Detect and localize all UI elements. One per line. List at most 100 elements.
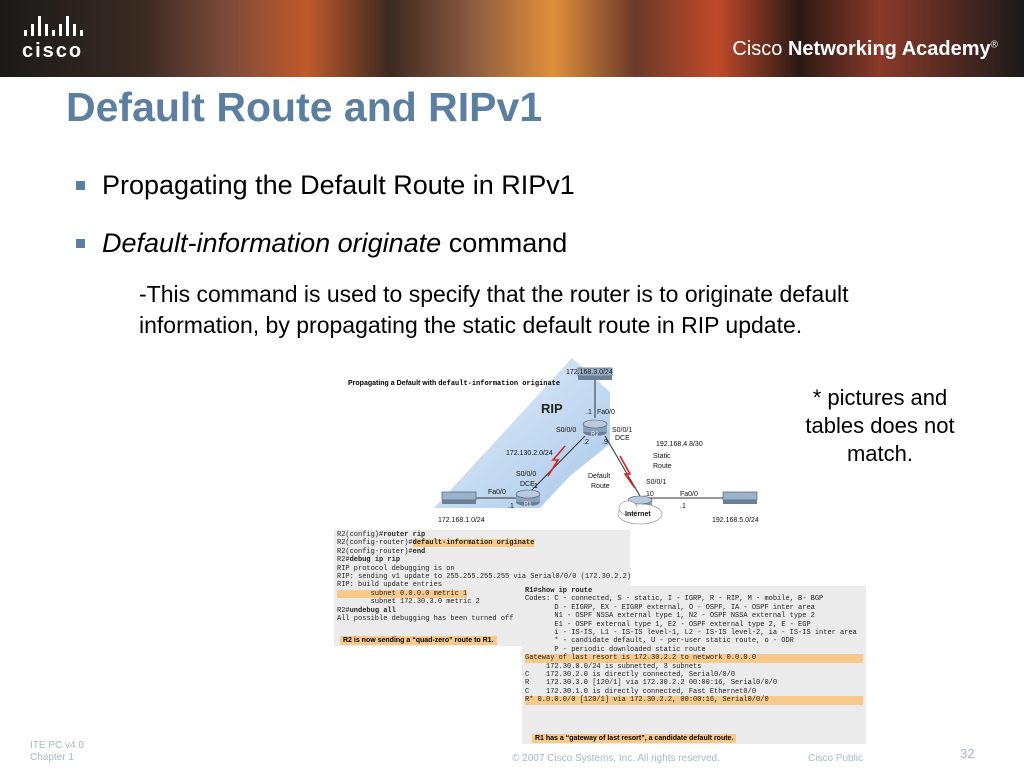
label-internet: Internet bbox=[625, 511, 651, 518]
cisco-wordmark: cisco bbox=[22, 40, 84, 62]
serial-zigzag-r2-r3 bbox=[619, 455, 636, 489]
cli-command: RIP protocol debugging is on bbox=[337, 564, 455, 573]
academy-brand-name: Networking Academy bbox=[782, 38, 991, 60]
bullet-square-icon bbox=[76, 181, 85, 190]
diagram-caption: Propagating a Default with default-infor… bbox=[348, 380, 560, 388]
bullet-2: Default-information originate command bbox=[76, 228, 567, 259]
link-r1-r2 bbox=[527, 435, 586, 495]
cli-r1-line: 172.30.0.0/24 is subnetted, 3 subnets bbox=[525, 662, 702, 671]
cli-command: end bbox=[412, 547, 426, 556]
cli-r2-line: R2(config-router)#end bbox=[337, 548, 627, 556]
cli-command: All possible debugging has been turned o… bbox=[337, 615, 514, 624]
sub-text: -This command is used to specify that th… bbox=[139, 281, 849, 338]
label-s001-r2: S0/0/1 bbox=[612, 427, 632, 434]
cli-r2-line: RIP: build update entries bbox=[337, 581, 627, 589]
label-net-172-168-3: 172.168.3.0/24 bbox=[566, 369, 613, 376]
label-dot2: .2 bbox=[583, 439, 589, 446]
cli-r1-line: E1 - OSPF external type 1, E2 - OSPF ext… bbox=[525, 620, 811, 629]
label-r3: R3 bbox=[636, 508, 644, 514]
registered-mark: ® bbox=[990, 39, 998, 51]
internet-cloud-icon bbox=[617, 500, 663, 525]
label-dot1-r1: .1 bbox=[532, 483, 538, 490]
cli-r2-line: RIP protocol debugging is on bbox=[337, 565, 627, 573]
cli-r2-line: R2#debug ip rip bbox=[337, 556, 627, 564]
cli-r2-tag: R2 is now sending a “quad-zero” route to… bbox=[340, 636, 497, 645]
cli-prompt: R2(config)# bbox=[337, 531, 384, 539]
cli-r1-line: R1#show ip route bbox=[525, 587, 593, 595]
academy-brand-cisco: Cisco bbox=[732, 38, 783, 60]
rip-label: RIP bbox=[541, 401, 563, 416]
footer-copyright: © 2007 Cisco Systems, Inc. All rights re… bbox=[512, 753, 721, 764]
label-r2: R2 bbox=[591, 432, 599, 438]
label-default-route: Default bbox=[588, 473, 610, 480]
cli-command: router rip bbox=[383, 531, 426, 539]
label-s000-r1: S0/0/0 bbox=[516, 471, 536, 478]
footer-course-version: ITE PC v4.0 bbox=[30, 740, 84, 751]
cli-r1-tag: R1 has a “gateway of last resort”, a can… bbox=[532, 734, 737, 743]
cli-r2-line: RIP: sending v1 update to 255.255.255.25… bbox=[337, 573, 631, 581]
router-r2-icon bbox=[582, 419, 608, 436]
cli-command: RIP: build update entries bbox=[337, 581, 443, 590]
label-s001-r3: S0/0/1 bbox=[646, 479, 666, 486]
label-r1: R1 bbox=[524, 502, 532, 508]
cli-r2-line: subnet 172.30.3.0 metric 2 bbox=[337, 598, 627, 606]
cli-r1-line: R* 0.0.0.0/0 [120/1] via 172.30.2.2, 00:… bbox=[525, 696, 863, 705]
cli-r1-line: R 172.30.3.0 [120/1] via 172.30.2.2 00:0… bbox=[525, 679, 778, 688]
label-static-route-2: Route bbox=[653, 463, 672, 470]
cli-r1-line: Gateway of last resort is 172.30.2.2 to … bbox=[525, 654, 863, 663]
cli-r1-line: N1 - OSPF NSSA external type 1, N2 - OSP… bbox=[525, 612, 815, 621]
label-s000-r2: S0/0/0 bbox=[556, 427, 576, 434]
label-dot1-top: .1 bbox=[586, 409, 592, 416]
rip-area bbox=[434, 358, 610, 508]
footer-course: ITE PC v4.0 Chapter 1 bbox=[30, 740, 84, 764]
cisco-logo: cisco bbox=[22, 14, 92, 64]
cli-r1-line: * - candidate default, U - per-user stat… bbox=[525, 637, 794, 646]
cli-r2-line: R2#undebug all bbox=[337, 607, 627, 615]
cli-command: default-information originate bbox=[412, 539, 535, 548]
cli-command: subnet 0.0.0.0 metric 1 bbox=[337, 589, 468, 598]
label-fa00-r1: Fa0/0 bbox=[488, 489, 506, 496]
cli-r2-line: R2(config)#router rip bbox=[337, 531, 627, 539]
cli-r1-line: D - EIGRP, EX - EIGRP external, O - OSPF… bbox=[525, 603, 815, 612]
bullet-2-rest: command bbox=[441, 228, 568, 258]
switch-left-icon bbox=[441, 491, 477, 504]
label-net-172-130: 172.130.2.0/24 bbox=[506, 450, 553, 457]
cli-prompt: R2# bbox=[337, 556, 350, 565]
label-fa00-r3: Fa0/0 bbox=[680, 491, 698, 498]
label-dce-r1: DCE bbox=[520, 481, 535, 488]
router-r1-icon bbox=[515, 489, 541, 506]
page-number: 32 bbox=[960, 746, 975, 761]
cli-r1-line: C 172.30.2.0 is directly connected, Seri… bbox=[525, 671, 736, 680]
footer-classification: Cisco Public bbox=[808, 753, 864, 764]
label-net-192-168-5: 192.168.5.0/24 bbox=[712, 517, 759, 524]
cli-command: debug ip rip bbox=[349, 556, 401, 565]
label-static-route: Static bbox=[653, 453, 671, 460]
cli-r1-line: P - periodic downloaded static route bbox=[525, 645, 706, 654]
topology-diagram: Propagating a Default with default-infor… bbox=[348, 358, 759, 525]
cli-r1-line: i - IS-IS, L1 - IS-IS level-1, L2 - IS-I… bbox=[525, 629, 857, 638]
cli-prompt: R2(config-router)# bbox=[337, 547, 413, 556]
cli-prompt: R2(config-router)# bbox=[337, 539, 413, 548]
bullet-2-italic: Default-information originate bbox=[102, 228, 442, 258]
switch-top-icon bbox=[577, 367, 613, 380]
cli-r2-line: subnet 0.0.0.0 metric 1 bbox=[337, 589, 627, 598]
label-fa00-top: Fa0/0 bbox=[597, 409, 615, 416]
cli-r2-line: All possible debugging has been turned o… bbox=[337, 615, 627, 623]
bullet-1: Propagating the Default Route in RIPv1 bbox=[76, 170, 575, 201]
label-dot1-r3: .1 bbox=[680, 503, 686, 510]
cisco-bars-icon bbox=[24, 14, 92, 36]
label-net-192-168-4: 192.168.4.8/30 bbox=[656, 441, 703, 448]
cli-prompt: R2# bbox=[337, 606, 350, 615]
label-dce-r2: DCE bbox=[615, 435, 630, 442]
serial-zigzag-r1-r2 bbox=[547, 445, 566, 477]
label-net-172-168-1: 172.168.1.0/24 bbox=[438, 517, 485, 524]
label-default-route-2: Route bbox=[591, 483, 610, 490]
slide-title: Default Route and RIPv1 bbox=[66, 84, 543, 130]
bullet-1-text: Propagating the Default Route in RIPv1 bbox=[102, 170, 575, 200]
cli-command: RIP: sending v1 update to 255.255.255.25… bbox=[337, 573, 632, 582]
cli-command: undebug all bbox=[349, 606, 396, 615]
header-banner: cisco Cisco Networking Academy® bbox=[0, 0, 1024, 77]
cli-r1-line: Codes: C - connected, S - static, I - IG… bbox=[525, 595, 824, 604]
label-dot9: .9 bbox=[602, 439, 608, 446]
